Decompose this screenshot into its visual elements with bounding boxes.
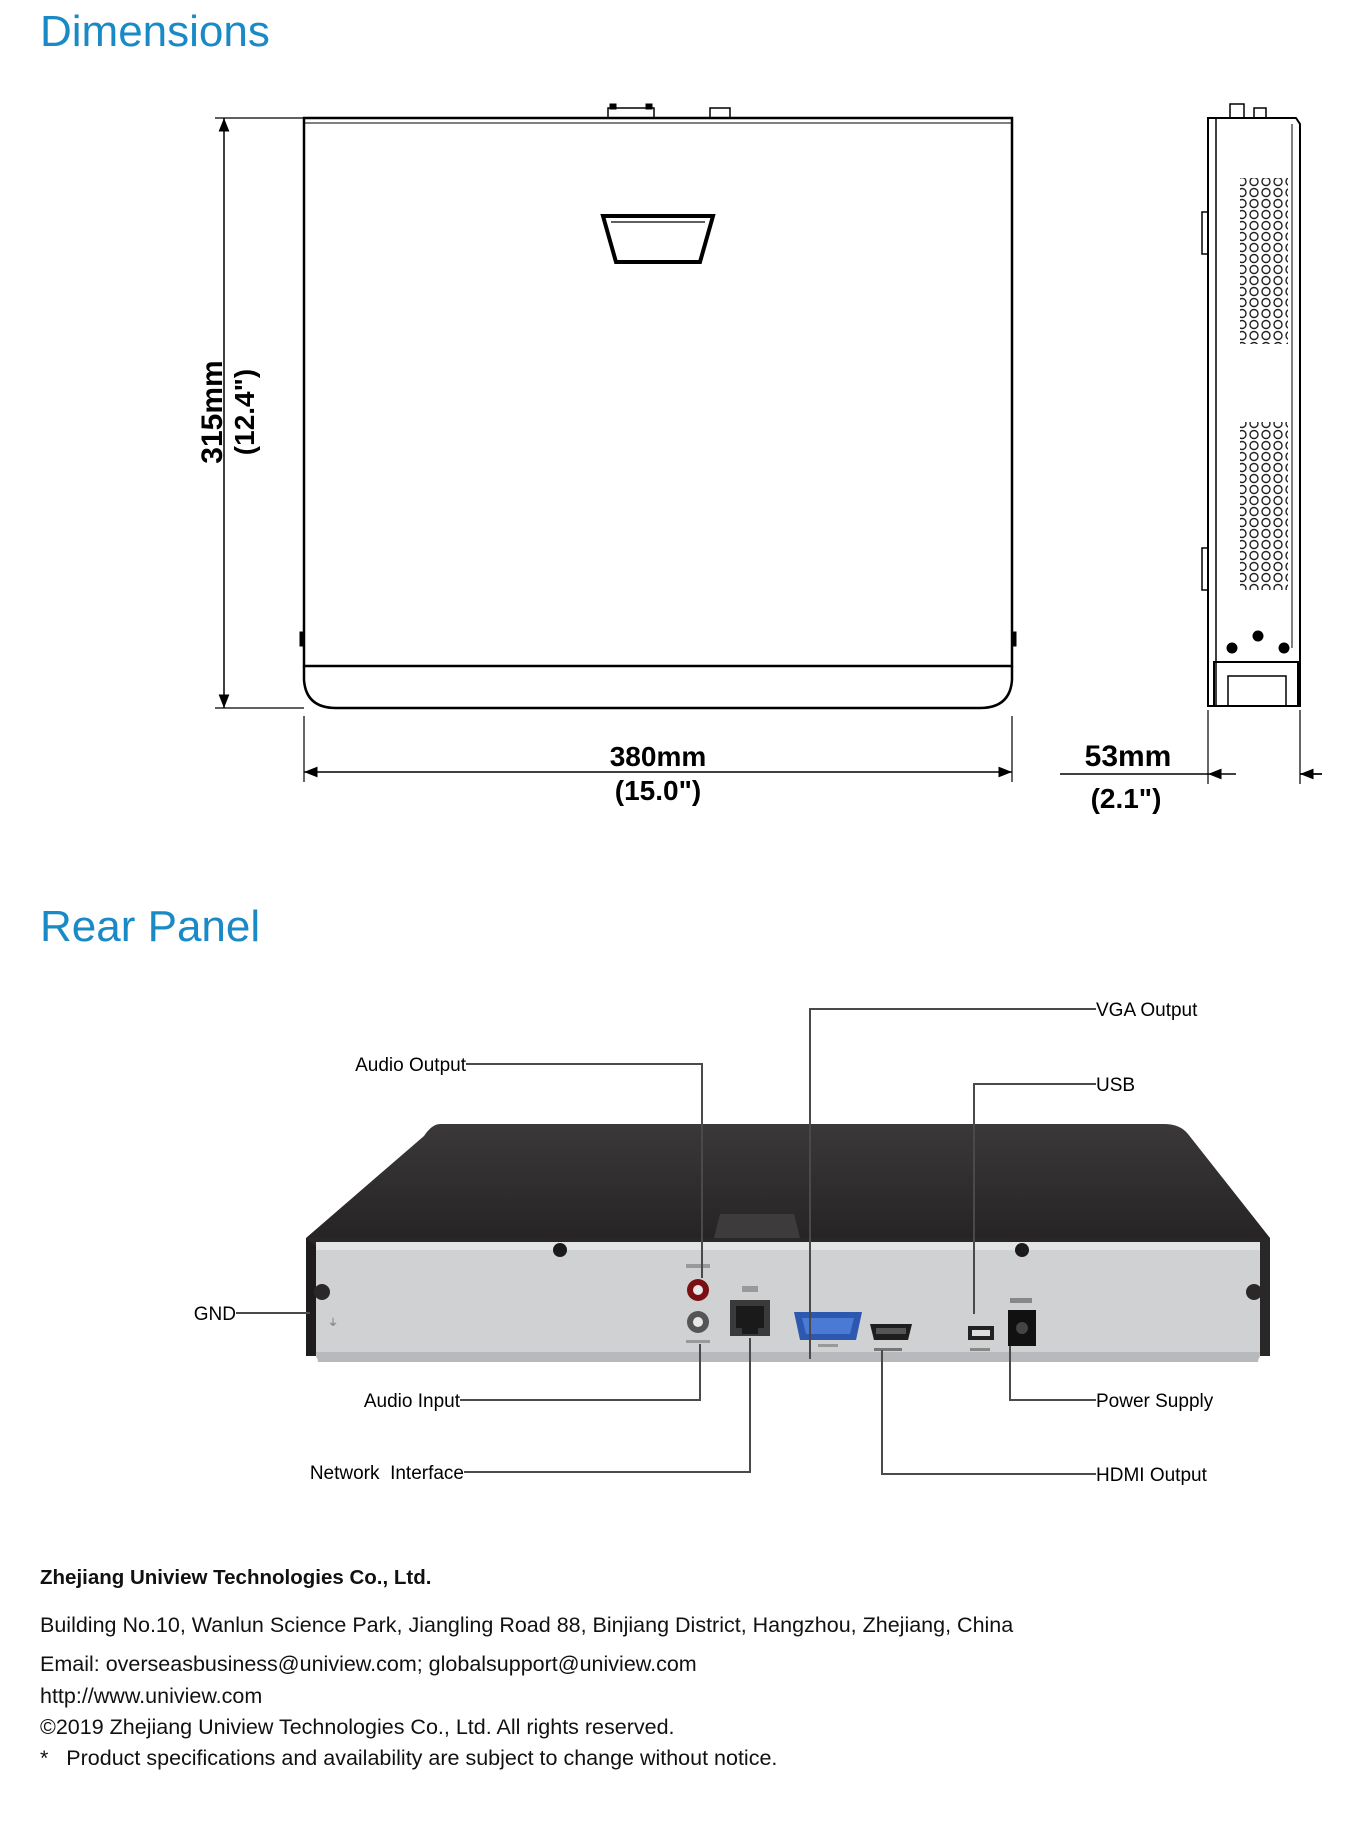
callout-power-supply: Power Supply: [1096, 1391, 1214, 1412]
callout-network-interface: Network Interface: [310, 1463, 464, 1484]
depth-mm-label: 53mm: [1085, 740, 1172, 773]
callout-vga-output: VGA Output: [1096, 1000, 1198, 1021]
top-view-drawing: [299, 103, 1017, 710]
nvr-device-rear-image: ⏚: [306, 1124, 1270, 1362]
callout-audio-input: Audio Input: [364, 1391, 461, 1412]
company-address: Building No.10, Wanlun Science Park, Jia…: [40, 1613, 1014, 1637]
depth-in-label: (2.1"): [1091, 783, 1162, 814]
width-mm-label: 380mm: [610, 741, 707, 772]
width-in-label: (15.0"): [615, 775, 701, 806]
width-dimension: [303, 716, 1013, 782]
height-in-label: (12.4"): [229, 369, 260, 455]
height-dimension: [215, 117, 304, 709]
dimensions-heading: Dimensions: [40, 7, 270, 56]
callout-audio-output: Audio Output: [355, 1055, 467, 1076]
callout-gnd: GND: [194, 1304, 236, 1325]
height-mm-label: 315mm: [196, 360, 229, 463]
contact-email: Email: overseasbusiness@uniview.com; glo…: [40, 1652, 697, 1676]
disclaimer-note: * Product specifications and availabilit…: [40, 1746, 778, 1770]
side-view-drawing: [1201, 103, 1301, 707]
copyright-notice: ©2019 Zhejiang Uniview Technologies Co.,…: [40, 1715, 675, 1739]
depth-dimension: [1060, 710, 1322, 784]
callout-hdmi-output: HDMI Output: [1096, 1465, 1208, 1486]
rear-panel-heading: Rear Panel: [40, 902, 261, 951]
callout-usb: USB: [1096, 1075, 1135, 1096]
callout-lines: [236, 1008, 1096, 1475]
company-name: Zhejiang Uniview Technologies Co., Ltd.: [40, 1566, 432, 1589]
website-link[interactable]: http://www.uniview.com: [40, 1684, 263, 1708]
svg-text:⏚: ⏚: [328, 1317, 338, 1329]
